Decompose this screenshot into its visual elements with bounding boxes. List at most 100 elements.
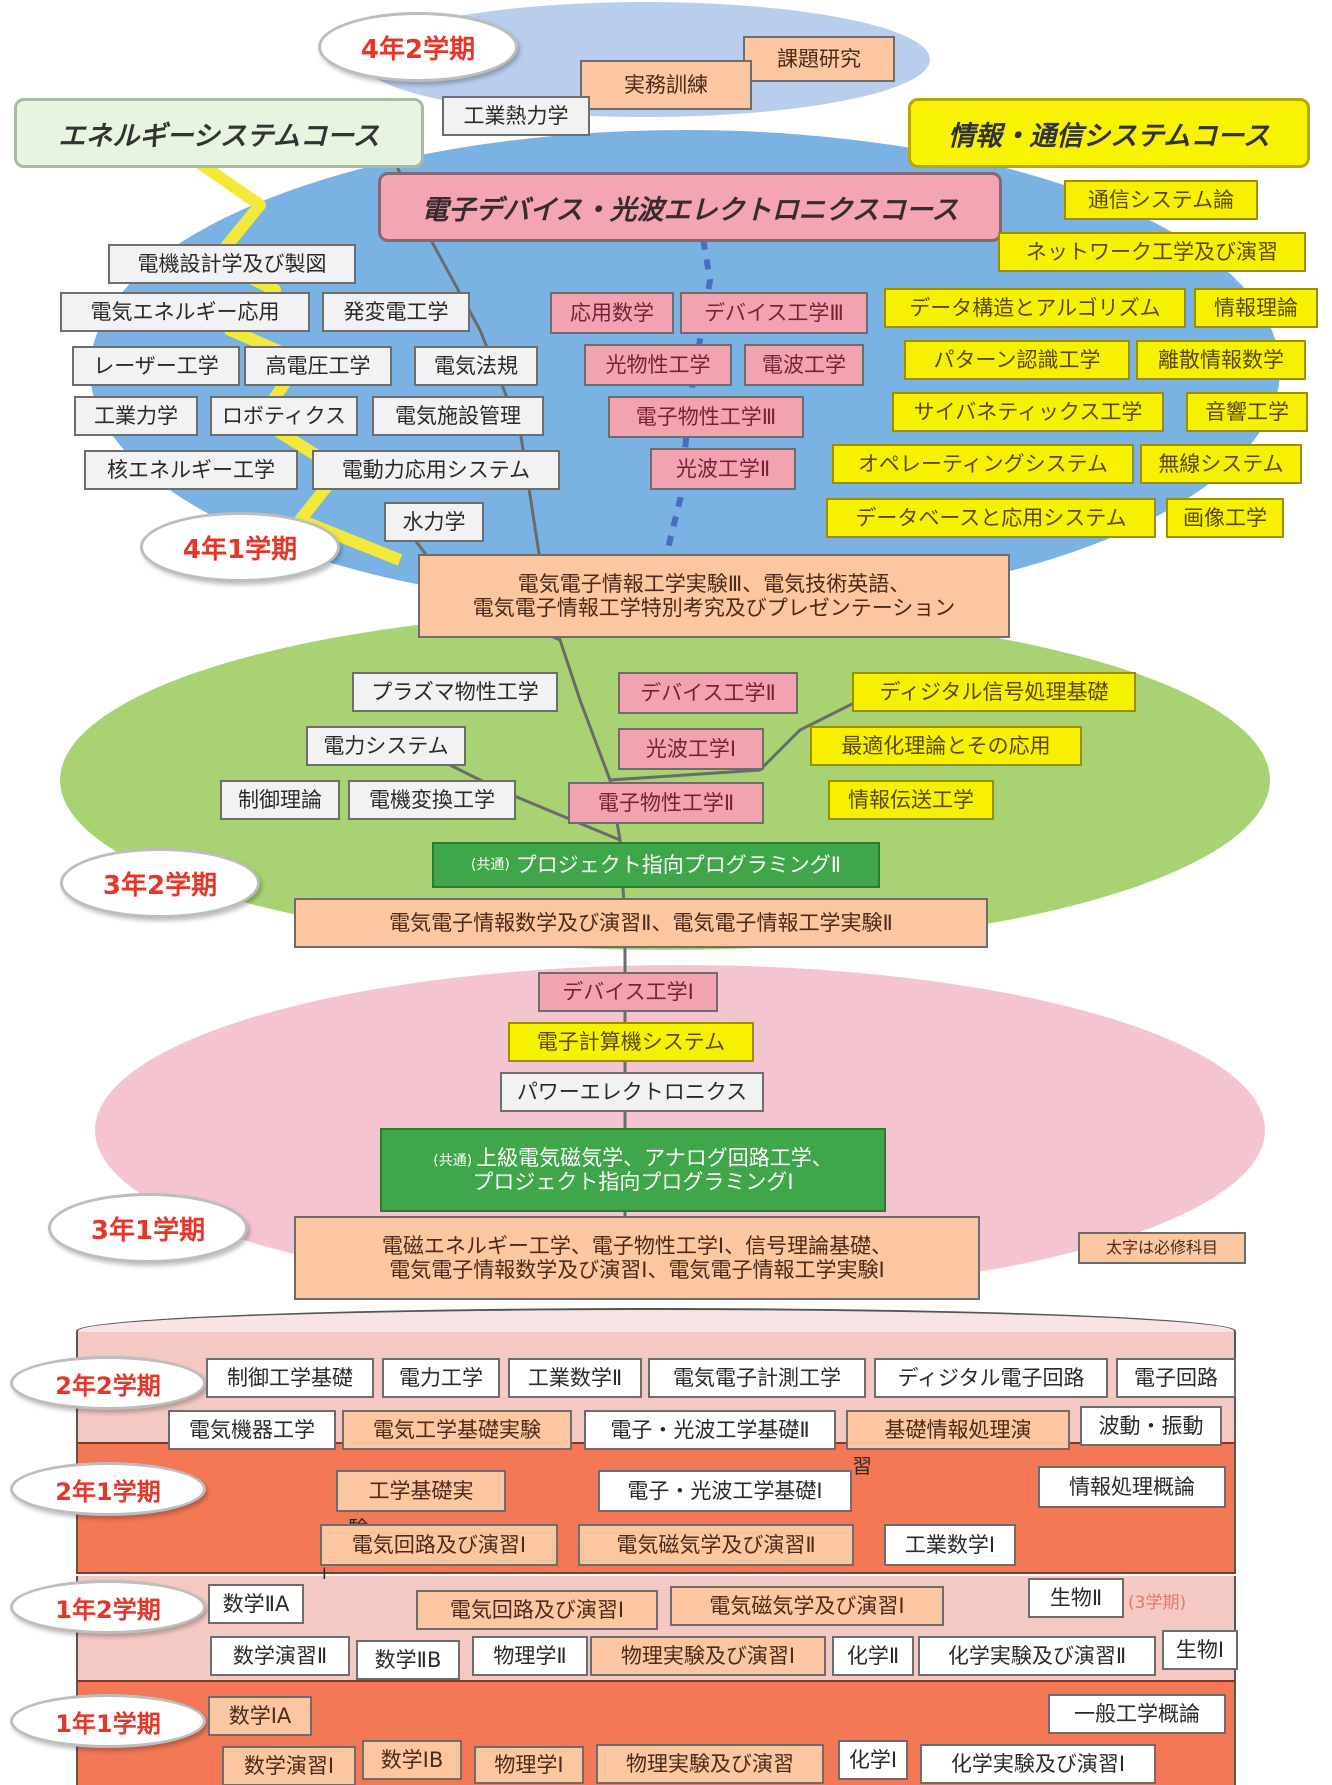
semester-label-4-1: 4年1学期 (140, 512, 340, 582)
semester-label-1-2: 1年2学期 (10, 1580, 206, 1634)
required-line: 電磁エネルギー工学、電子物性工学Ⅰ、信号理論基礎、 (381, 1233, 893, 1258)
subject-box: 離散情報数学 (1136, 340, 1306, 380)
subject-box: 応用数学 (550, 292, 674, 334)
subject-box: 電動力応用システム (312, 450, 560, 490)
subject-box: 数学ⅡA (208, 1584, 304, 1624)
subject-box: 制御工学基礎 (206, 1358, 374, 1398)
subject-box: デバイス工学Ⅱ (618, 672, 798, 714)
subject-box: 電気電子計測工学 (648, 1358, 866, 1398)
semester-label-1-1: 1年1学期 (10, 1694, 206, 1748)
common-elective-box: (共通) プロジェクト指向プログラミングⅡ (432, 842, 880, 888)
subject-box: 数学演習Ⅰ (222, 1746, 356, 1785)
required-block: 電磁エネルギー工学、電子物性工学Ⅰ、信号理論基礎、 電気電子情報数学及び演習Ⅰ、… (294, 1216, 980, 1300)
subject-box: 電機変換工学 (348, 780, 516, 820)
subject-box: 光波工学Ⅱ (650, 448, 796, 490)
subject-box: 化学Ⅰ (838, 1740, 908, 1780)
subject-box: ディジタル電子回路 (874, 1358, 1108, 1398)
common-elective-line: (共通)上級電気磁気学、アナログ回路工学、 (433, 1146, 833, 1170)
subject-box: 電気回路及び演習Ⅰ (416, 1590, 658, 1630)
subject-box: 電子・光波工学基礎Ⅰ (598, 1470, 852, 1512)
subject-box: 波動・振動 (1080, 1406, 1222, 1446)
subject-box: 電機設計学及び製図 (108, 244, 356, 284)
subject-box: 電子回路 (1116, 1358, 1236, 1398)
subject-box: 数学ⅠB (362, 1740, 462, 1780)
subject-box: 電波工学 (744, 344, 864, 386)
biology-note: (3学期) (1128, 1593, 1187, 1613)
subject-box: 工業数学Ⅱ (508, 1358, 642, 1398)
subject-box: 光波工学Ⅰ (618, 728, 764, 770)
subject-box: デバイス工学Ⅲ (680, 292, 868, 334)
subject-box: レーザー工学 (72, 346, 240, 386)
semester-label-2-1: 2年1学期 (10, 1462, 206, 1516)
subject-box: 工業力学 (74, 396, 198, 436)
course-header-info: 情報・通信システムコース (908, 98, 1310, 168)
subject-box: 通信システム論 (1064, 180, 1258, 220)
subject-box: 数学ⅠA (208, 1696, 312, 1736)
semester-label-3-1: 3年1学期 (48, 1193, 248, 1263)
subject-box: 電気工学基礎実験 (342, 1410, 572, 1450)
subject-box: 工業数学Ⅰ (884, 1524, 1016, 1566)
subject-box: 数学ⅡB (356, 1640, 460, 1680)
subject-box: パターン認識工学 (904, 340, 1130, 380)
common-required-line: 電気電子情報工学特別考究及びプレゼンテーション (472, 596, 956, 620)
subject-box: 情報理論 (1194, 288, 1318, 328)
semester-label-3-2: 3年2学期 (60, 848, 260, 918)
required-line: 電気電子情報数学及び演習Ⅰ、電気電子情報工学実験Ⅰ (389, 1258, 885, 1282)
semester-label-2-2: 2年2学期 (10, 1356, 206, 1410)
common-prefix: (共通) (470, 856, 510, 873)
subject-box: 生物Ⅰ (1162, 1630, 1238, 1670)
subject-box: デバイス工学Ⅰ (538, 972, 718, 1012)
subject-box: 生物Ⅱ (1028, 1578, 1124, 1618)
subject-box: データベースと応用システム (826, 498, 1156, 538)
subject-box: 無線システム (1140, 444, 1302, 484)
subject-box: 情報伝送工学 (828, 780, 994, 820)
subject-box: 核エネルギー工学 (84, 450, 298, 490)
subject-box: ネットワーク工学及び演習 (998, 232, 1306, 272)
subject-box: 電気法規 (414, 346, 538, 386)
subject-box: 化学実験及び演習Ⅱ (918, 1636, 1156, 1676)
subject-box: 化学Ⅱ (832, 1636, 914, 1676)
subject-box: オペレーティングシステム (832, 444, 1134, 484)
subject-box: 物理実験及び演習Ⅰ (590, 1636, 826, 1676)
subject-box: 音響工学 (1186, 392, 1308, 432)
subject-box: 工業熱力学 (442, 96, 590, 136)
common-elective-label: プロジェクト指向プログラミングⅡ (515, 852, 842, 877)
subject-box: 高電圧工学 (244, 346, 392, 386)
common-required-block: 電気電子情報工学実験Ⅲ、電気技術英語、 電気電子情報工学特別考究及びプレゼンテー… (418, 554, 1010, 638)
subject-box: 電子・光波工学基礎Ⅱ (584, 1410, 836, 1450)
subject-box: 一般工学概論 (1048, 1694, 1226, 1734)
subject-box: 電気回路及び演習Ⅰ (320, 1524, 558, 1566)
semester-label-4-2: 4年2学期 (318, 12, 518, 82)
common-elective-label: 上級電気磁気学、アナログ回路工学、 (476, 1145, 833, 1170)
subject-box: 電子物性工学Ⅲ (608, 396, 804, 438)
subject-box: 制御理論 (220, 780, 340, 820)
subject-box: 課題研究 (743, 36, 895, 82)
subject-box: 電力工学 (382, 1358, 500, 1398)
subject-box: 電力システム (306, 726, 466, 766)
subject-box: 物理学Ⅰ (474, 1746, 584, 1784)
subject-box: 最適化理論とその応用 (810, 726, 1082, 766)
required-box: 電気電子情報数学及び演習Ⅱ、電気電子情報工学実験Ⅱ (294, 898, 988, 948)
subject-box: 電気エネルギー応用 (60, 292, 310, 332)
subject-box: パワーエレクトロニクス (500, 1072, 764, 1112)
subject-box: 数学演習Ⅱ (210, 1636, 350, 1676)
legend-note: 太字は必修科目 (1078, 1232, 1246, 1264)
common-elective-box: (共通)上級電気磁気学、アナログ回路工学、 プロジェクト指向プログラミングⅠ (380, 1128, 886, 1212)
course-header-device: 電子デバイス・光波エレクトロニクスコース (378, 172, 1002, 242)
subject-box: 物理学Ⅱ (472, 1636, 588, 1676)
subject-box: 光物性工学 (584, 344, 732, 386)
subject-box: プラズマ物性工学 (352, 672, 558, 712)
overflow-char: 習 (852, 1454, 872, 1478)
subject-box: 物理実験及び演習 (596, 1744, 824, 1784)
common-elective-line: プロジェクト指向プログラミングⅠ (472, 1170, 794, 1194)
subject-box: 発変電工学 (322, 292, 470, 332)
subject-box: 画像工学 (1166, 498, 1284, 538)
subject-box: サイバネティックス工学 (892, 392, 1164, 432)
subject-box: 電子計算機システム (508, 1022, 754, 1062)
course-header-energy: エネルギーシステムコース (14, 98, 424, 168)
subject-box: 電気磁気学及び演習Ⅱ (578, 1524, 854, 1566)
common-prefix: (共通) (433, 1152, 473, 1169)
subject-box: 電気機器工学 (168, 1410, 336, 1450)
subject-box: ロボティクス (210, 396, 358, 436)
